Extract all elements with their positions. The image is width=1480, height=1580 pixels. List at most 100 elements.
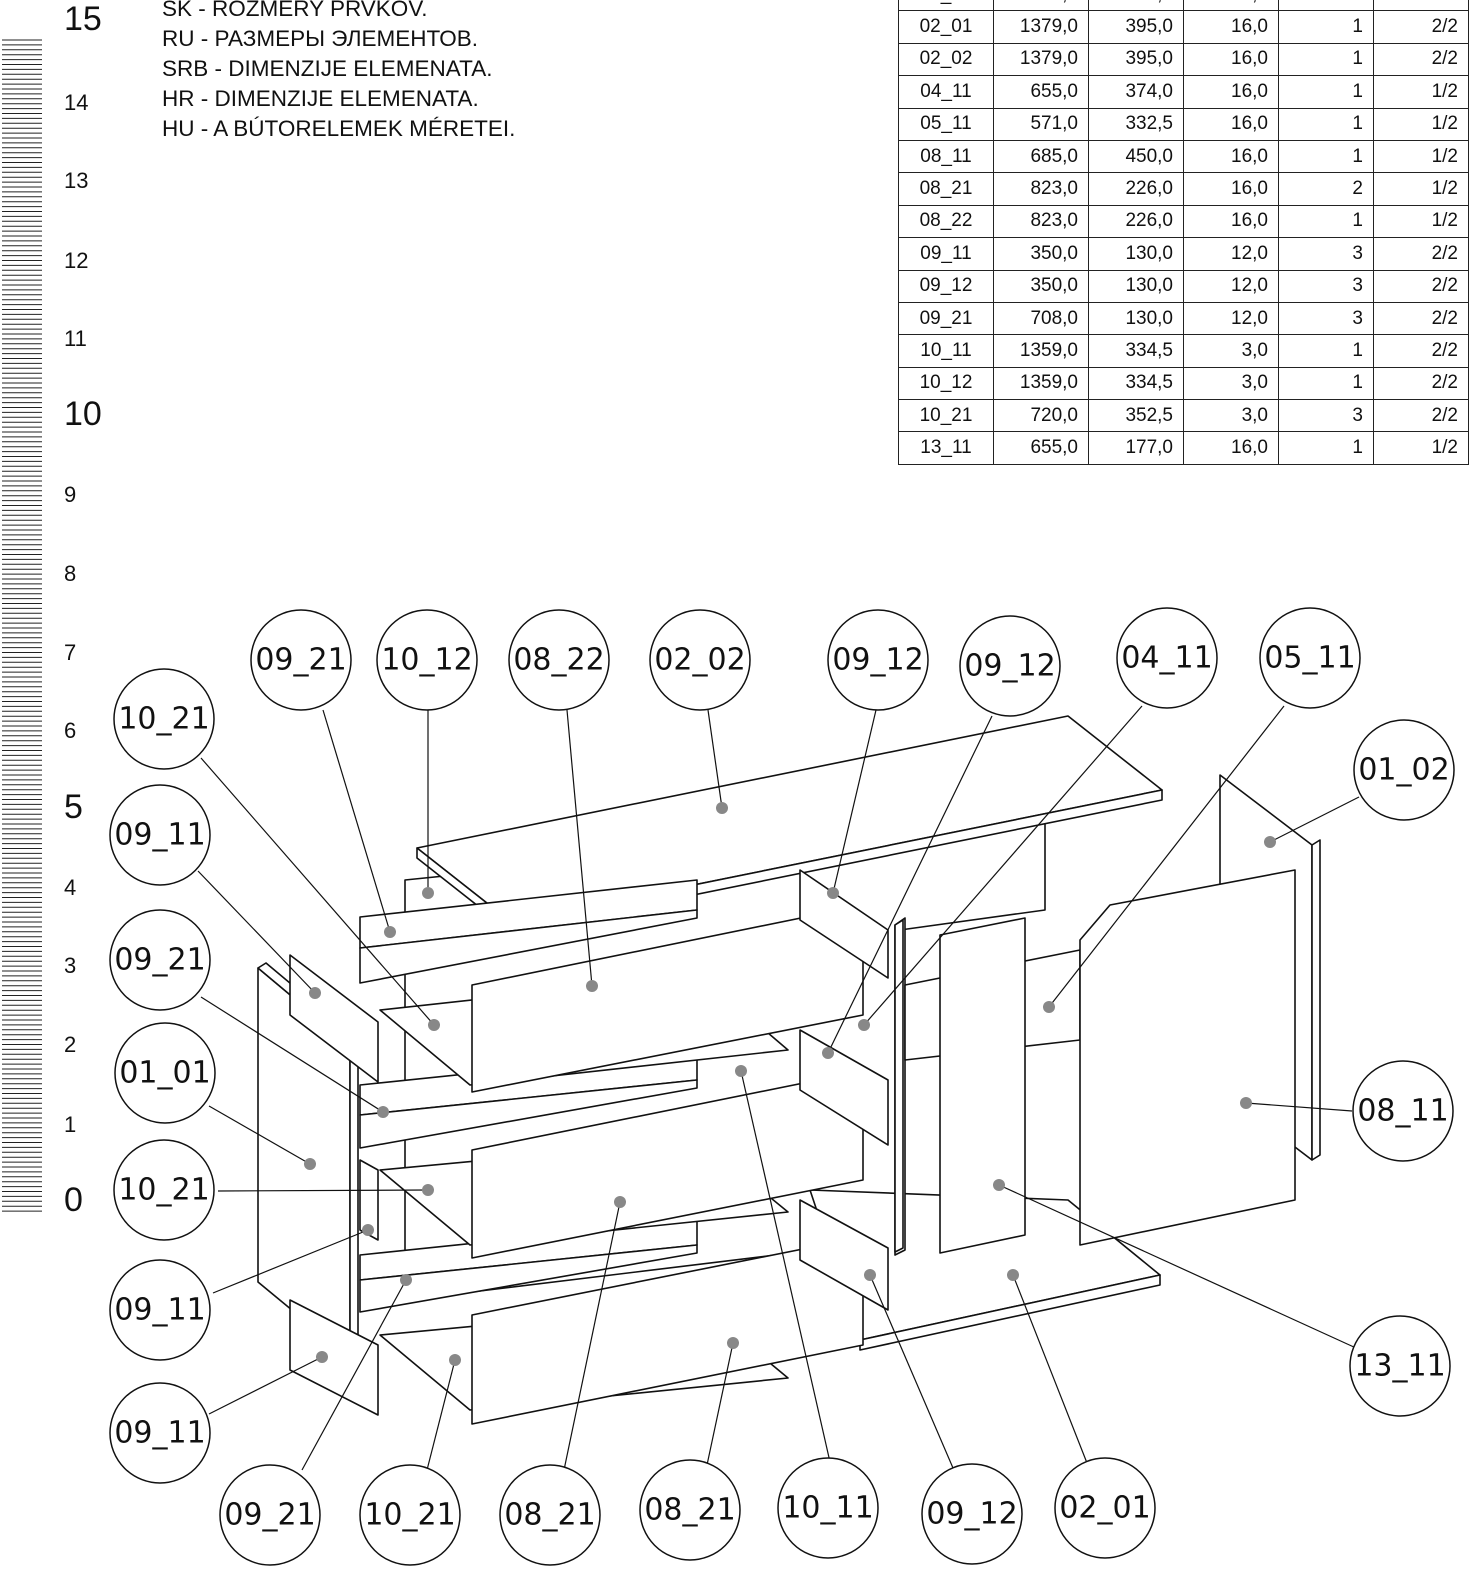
part-callout: 05_11 bbox=[1259, 607, 1361, 709]
furniture-parts bbox=[257, 715, 1321, 1425]
callout-label: 08_21 bbox=[644, 1493, 735, 1528]
part-callout: 01_01 bbox=[114, 1022, 216, 1124]
table-cell: 12,0 bbox=[1183, 237, 1279, 271]
ruler-label: 3 bbox=[64, 953, 77, 978]
table-cell: 2 bbox=[1278, 172, 1374, 206]
table-cell: 16,0 bbox=[1183, 139, 1279, 174]
callout-label: 02_01 bbox=[1059, 1491, 1150, 1526]
title-hr: HR - DIMENZIJE ELEMENATA. bbox=[162, 86, 479, 111]
table-cell: 2/2 bbox=[1373, 334, 1469, 368]
ruler-label: 4 bbox=[64, 875, 77, 900]
table-cell: 1/2 bbox=[1373, 139, 1469, 174]
table-cell: 10_12 bbox=[898, 366, 994, 401]
callout-label: 08_11 bbox=[1357, 1094, 1448, 1129]
ruler-label: 7 bbox=[64, 640, 77, 665]
callout-circle bbox=[649, 609, 751, 711]
ruler-label: 2 bbox=[64, 1032, 77, 1057]
part-rail-right-mid bbox=[799, 1029, 889, 1146]
table-cell: 05_11 bbox=[898, 107, 994, 141]
ruler-label: 0 bbox=[64, 1181, 83, 1219]
table-cell: 2/2 bbox=[1373, 366, 1469, 401]
callout-circle bbox=[508, 609, 610, 711]
part-callout: 13_11 bbox=[1349, 1315, 1451, 1417]
ruler-label: 9 bbox=[64, 482, 77, 507]
callout-circle bbox=[113, 1139, 215, 1241]
table-cell: 16,0 bbox=[1183, 75, 1279, 109]
leader-lines bbox=[197, 705, 1360, 1471]
table-cell: 655,0 bbox=[993, 431, 1089, 465]
part-left-side-edge bbox=[349, 1039, 359, 1359]
callout-circle bbox=[639, 1459, 741, 1561]
callout-label: 09_11 bbox=[114, 1416, 205, 1451]
table-cell: 02_02 bbox=[898, 42, 994, 77]
table-cell: 3 bbox=[1278, 237, 1374, 271]
table-cell: 12,0 bbox=[1183, 301, 1279, 336]
callout-label: 02_02 bbox=[654, 643, 745, 678]
table-cell: 1/2 bbox=[1373, 107, 1469, 141]
callout-label: 08_22 bbox=[513, 643, 604, 678]
title-hu: HU - A BÚTORELEMEK MÉRETEI. bbox=[162, 116, 516, 141]
table-cell: 2/2 bbox=[1373, 237, 1469, 271]
ruler-label: 6 bbox=[64, 718, 77, 743]
table-cell: 08_21 bbox=[898, 172, 994, 206]
table-cell: 09_12 bbox=[898, 269, 994, 303]
table-cell: 1 bbox=[1278, 139, 1374, 174]
part-callout: 10_11 bbox=[777, 1457, 879, 1559]
callout-circle bbox=[959, 615, 1061, 717]
callout-circle bbox=[921, 1463, 1023, 1565]
callout-label: 09_21 bbox=[224, 1498, 315, 1533]
table-cell: 3,0 bbox=[1183, 399, 1279, 433]
callout-label: 08_21 bbox=[504, 1498, 595, 1533]
table-cell: 12,0 bbox=[1183, 269, 1279, 303]
callout-circle bbox=[827, 609, 929, 711]
table-cell: 350,0 bbox=[993, 269, 1089, 303]
part-drawer-rail-mid-b bbox=[359, 1079, 698, 1149]
part-callout: 02_01 bbox=[1054, 1457, 1156, 1559]
callout-circle bbox=[1259, 607, 1361, 709]
table-cell: 08_22 bbox=[898, 204, 994, 239]
callout-circle bbox=[359, 1464, 461, 1566]
part-callout: 10_21 bbox=[359, 1464, 461, 1566]
callout-label: 09_11 bbox=[114, 1293, 205, 1328]
table-cell: 1/2 bbox=[1373, 204, 1469, 239]
callout-label: 10_21 bbox=[364, 1498, 455, 1533]
part-callout: 08_21 bbox=[499, 1464, 601, 1566]
part-rail-left-mid bbox=[359, 1159, 379, 1241]
ruler-label: 11 bbox=[64, 326, 87, 351]
callout-label: 09_12 bbox=[964, 649, 1055, 684]
callout-label: 01_01 bbox=[119, 1056, 210, 1091]
ruler-ticks bbox=[2, 39, 42, 1212]
table-cell: 04_11 bbox=[898, 75, 994, 109]
callout-label: 09_21 bbox=[255, 643, 346, 678]
callout-label: 10_21 bbox=[118, 702, 209, 737]
table-cell: 177,0 bbox=[1088, 431, 1184, 465]
callout-circle bbox=[1349, 1315, 1451, 1417]
callout-circle bbox=[1352, 1060, 1454, 1162]
table-cell: 1 bbox=[1278, 334, 1374, 368]
part-drawer-rail-low-b bbox=[359, 1244, 698, 1313]
callout-circle bbox=[219, 1464, 321, 1566]
table-cell: 10_11 bbox=[898, 334, 994, 368]
callout-circle bbox=[113, 668, 215, 770]
part-callout: 10_12 bbox=[376, 609, 478, 711]
callout-label: 13_11 bbox=[1354, 1349, 1445, 1384]
table-cell: 02_01 bbox=[898, 10, 994, 44]
ruler-label: 15 bbox=[64, 0, 102, 38]
table-cell: 1359,0 bbox=[993, 334, 1089, 368]
table-cell: 130,0 bbox=[1088, 269, 1184, 303]
table-cell: 395,0 bbox=[1088, 42, 1184, 77]
part-bottom-board-front bbox=[859, 1274, 1161, 1351]
part-callout: 09_11 bbox=[109, 784, 211, 886]
table-cell: 685,0 bbox=[993, 139, 1089, 174]
part-callout: 09_11 bbox=[109, 1382, 211, 1484]
callout-circle bbox=[499, 1464, 601, 1566]
